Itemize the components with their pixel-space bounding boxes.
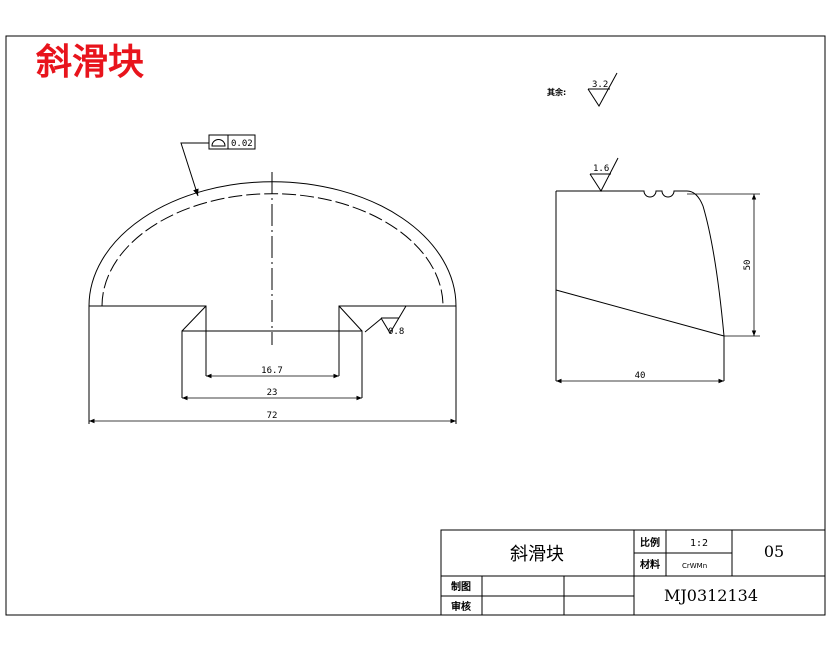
roughness-general-label: 其余: bbox=[547, 87, 566, 97]
drawn-by-label: 制图 bbox=[451, 580, 471, 593]
checked-by-label: 审核 bbox=[451, 600, 471, 613]
side-view-top-edge bbox=[556, 190, 725, 337]
scale-label: 比例 bbox=[640, 536, 660, 549]
dim-side-width: 40 bbox=[635, 371, 646, 381]
title-block bbox=[440, 529, 826, 616]
drawing-heading: 斜滑块 bbox=[36, 41, 144, 83]
tolerance-frame bbox=[180, 134, 256, 197]
title-block-part-name: 斜滑块 bbox=[510, 544, 564, 565]
slot-left-chamfer bbox=[181, 305, 207, 332]
roughness-general-value: 3.2 bbox=[592, 80, 608, 90]
material-label: 材料 bbox=[640, 558, 660, 571]
drawing-frame bbox=[5, 35, 826, 616]
scale-value: 1:2 bbox=[690, 538, 708, 549]
roughness-symbol-side bbox=[589, 157, 619, 192]
side-view bbox=[555, 190, 725, 381]
profile-surface-icon bbox=[211, 139, 226, 147]
front-view-dimensions bbox=[89, 373, 456, 424]
dim-overall-width: 72 bbox=[267, 411, 278, 421]
tolerance-value: 0.02 bbox=[231, 139, 253, 149]
front-view bbox=[88, 172, 457, 424]
quantity-value: 05 bbox=[764, 542, 784, 561]
dim-slot-outer: 23 bbox=[267, 388, 278, 398]
roughness-symbol-incline bbox=[364, 305, 407, 334]
side-view-incline bbox=[555, 289, 725, 337]
side-view-dimensions bbox=[556, 193, 760, 384]
roughness-symbol-general bbox=[587, 72, 618, 107]
dim-slot-inner: 16.7 bbox=[261, 366, 283, 376]
slot-right-chamfer bbox=[338, 305, 363, 332]
dim-side-height: 50 bbox=[743, 260, 753, 271]
roughness-side-value: 1.6 bbox=[593, 164, 609, 174]
material-value: CrWMn bbox=[682, 562, 707, 570]
roughness-incline-value: 0.8 bbox=[388, 327, 404, 337]
drawing-number: MJ0312134 bbox=[664, 586, 758, 605]
